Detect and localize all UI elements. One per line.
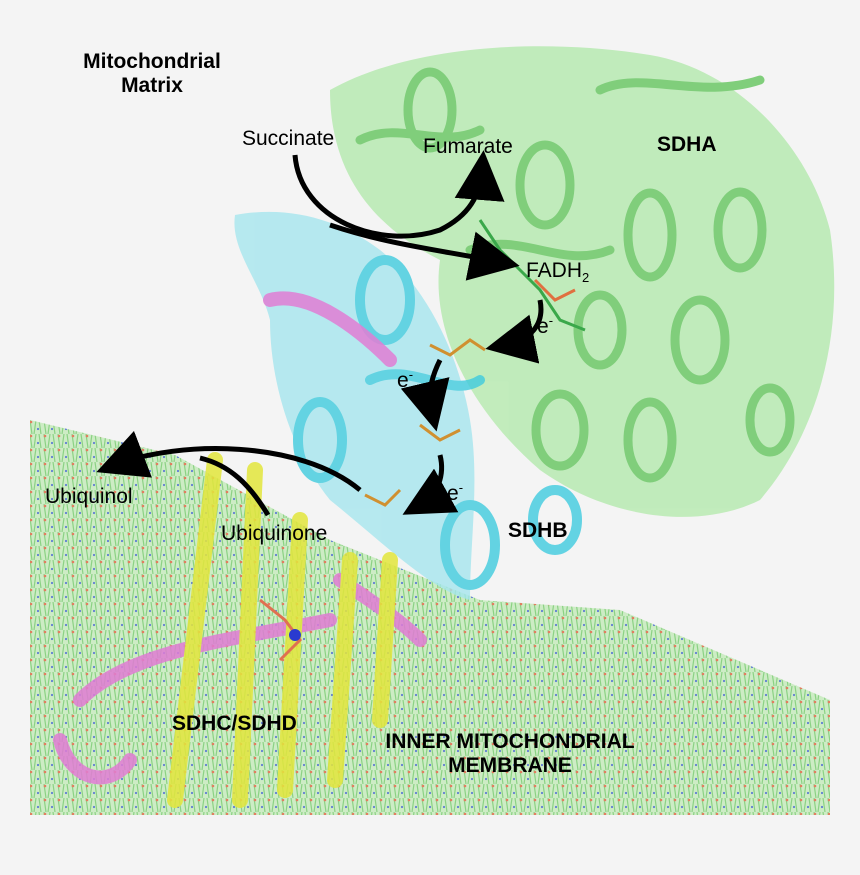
electron-arrow-3 [402, 454, 459, 515]
electron-label-2: e- [397, 367, 413, 393]
electron-label-1-e: e [537, 315, 549, 338]
electron-label-2-sup: - [408, 367, 414, 382]
electron-label-1: e- [537, 313, 553, 339]
fadh2-subscript: 2 [582, 270, 590, 286]
sdhc-sdhd-protein [53, 291, 427, 808]
ubiquinol-label: Ubiquinol [45, 485, 133, 508]
reaction-arrows [96, 150, 544, 517]
fadh2-main: FADH [526, 259, 583, 282]
matrix-label-line1: Mitochondrial [83, 50, 221, 73]
membrane-label: INNER MITOCHONDRIAL MEMBRANE [355, 730, 665, 778]
electron-label-1-sup: - [548, 313, 554, 328]
electron-label-3: e- [447, 480, 463, 506]
ubiquinone-label: Ubiquinone [221, 522, 328, 545]
membrane-label-line1: INNER MITOCHONDRIAL [385, 730, 635, 753]
electron-label-2-e: e [397, 369, 409, 392]
succinate-fumarate-arrow [292, 150, 505, 239]
ubiquinone-source-line [199, 455, 271, 517]
electron-arrow-2 [400, 358, 450, 432]
membrane-label-line2: MEMBRANE [448, 754, 572, 777]
inner-membrane [30, 420, 830, 815]
electron-arrow-1 [485, 299, 544, 364]
sdhb-label: SDHB [508, 519, 568, 542]
fadh2-label: FADH2 [526, 259, 589, 285]
matrix-label-line2: Matrix [121, 74, 183, 97]
succinate-label: Succinate [242, 127, 335, 150]
electron-label-3-sup: - [458, 480, 464, 495]
sdhc-sdhd-label: SDHC/SDHD [172, 712, 297, 735]
ubiquinone-ubiquinol-arrow [96, 430, 362, 492]
succinate-fad-arrow [329, 222, 520, 281]
matrix-label: Mitochondrial Matrix [62, 50, 242, 98]
fumarate-label: Fumarate [423, 135, 513, 158]
electron-label-3-e: e [447, 482, 459, 505]
sdha-label: SDHA [657, 133, 717, 156]
